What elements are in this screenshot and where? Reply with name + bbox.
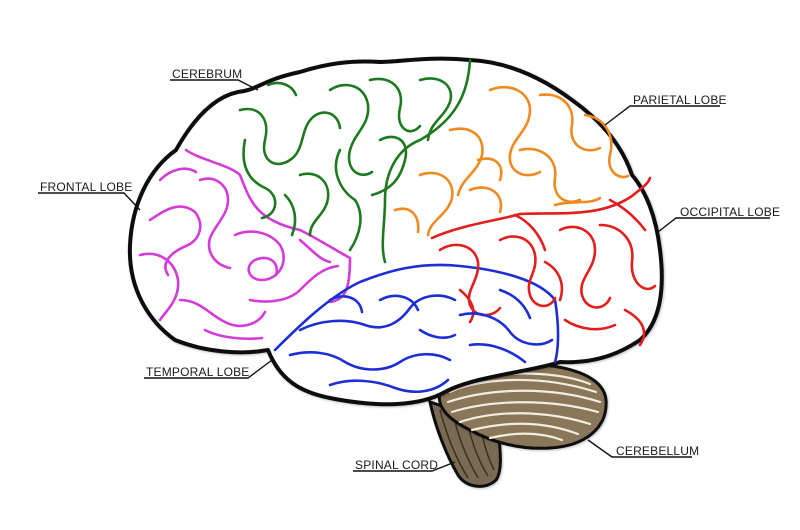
label-frontal-lobe: FRONTAL LOBE xyxy=(40,180,133,194)
parietal-lobe-gyri xyxy=(393,85,630,237)
cerebrum-gyri xyxy=(238,77,453,252)
leader-spinal xyxy=(353,461,456,472)
label-temporal-lobe: TEMPORAL LOBE xyxy=(146,365,250,379)
label-occipital-lobe: OCCIPITAL LOBE xyxy=(680,205,781,219)
occipital-lobe-gyri xyxy=(438,198,657,347)
leader-parietal xyxy=(604,105,720,126)
cerebellum-folia xyxy=(446,372,602,442)
label-parietal-lobe: PARIETAL LOBE xyxy=(633,93,727,107)
label-cerebellum: CEREBELLUM xyxy=(616,444,700,458)
leader-frontal xyxy=(38,192,141,211)
leader-cerebrum xyxy=(170,79,259,91)
lobe-dividers xyxy=(184,58,652,364)
leader-temporal xyxy=(144,359,273,379)
cerebrum-outline xyxy=(127,56,664,407)
frontal-lobe-gyri xyxy=(138,167,340,341)
leader-occipital xyxy=(657,217,770,233)
temporal-lobe-gyri xyxy=(288,288,554,394)
leader-cerebellum xyxy=(587,439,692,458)
leader-lines xyxy=(38,79,770,472)
label-cerebrum: CEREBRUM xyxy=(172,67,243,81)
label-spinal-cord: SPINAL CORD xyxy=(355,458,439,472)
